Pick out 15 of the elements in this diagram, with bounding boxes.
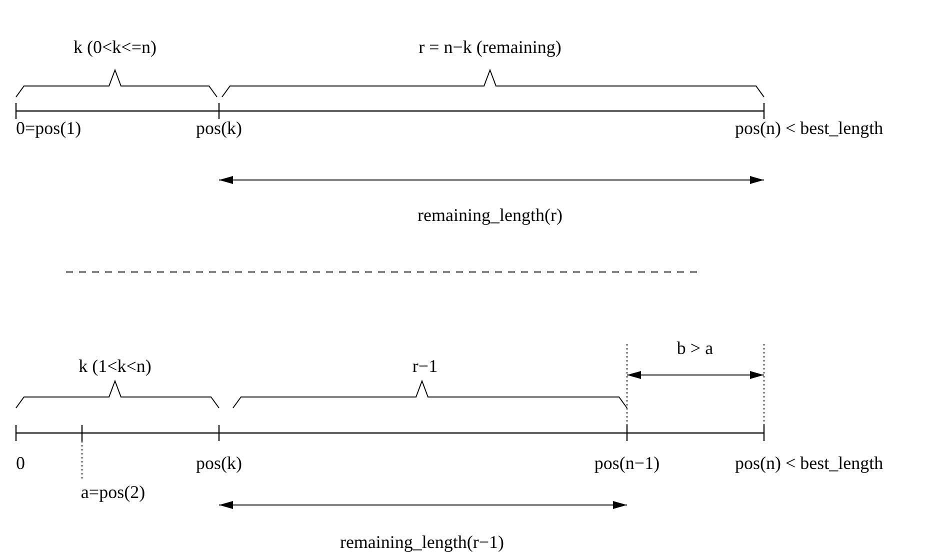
- length-label: b > a: [676, 338, 714, 358]
- tick-label: pos(k): [196, 453, 242, 473]
- tick-label: 0=pos(1): [16, 118, 82, 138]
- tick-label: pos(n) < best_length: [735, 453, 884, 473]
- tick-label: 0: [16, 453, 25, 473]
- length-label: remaining_length(r−1): [340, 532, 504, 552]
- tick-label: a=pos(2): [80, 482, 146, 502]
- brace-label: k (1<k<n): [78, 356, 152, 376]
- brace-label: r−1: [412, 356, 438, 376]
- brace-label: k (0<k<=n): [74, 37, 156, 57]
- tick-label: pos(n−1): [594, 453, 660, 473]
- length-label: remaining_length(r): [418, 205, 562, 225]
- brace-label: r = n−k (remaining): [418, 37, 562, 57]
- tick-label: pos(k): [196, 118, 242, 138]
- tick-label: pos(n) < best_length: [735, 118, 884, 138]
